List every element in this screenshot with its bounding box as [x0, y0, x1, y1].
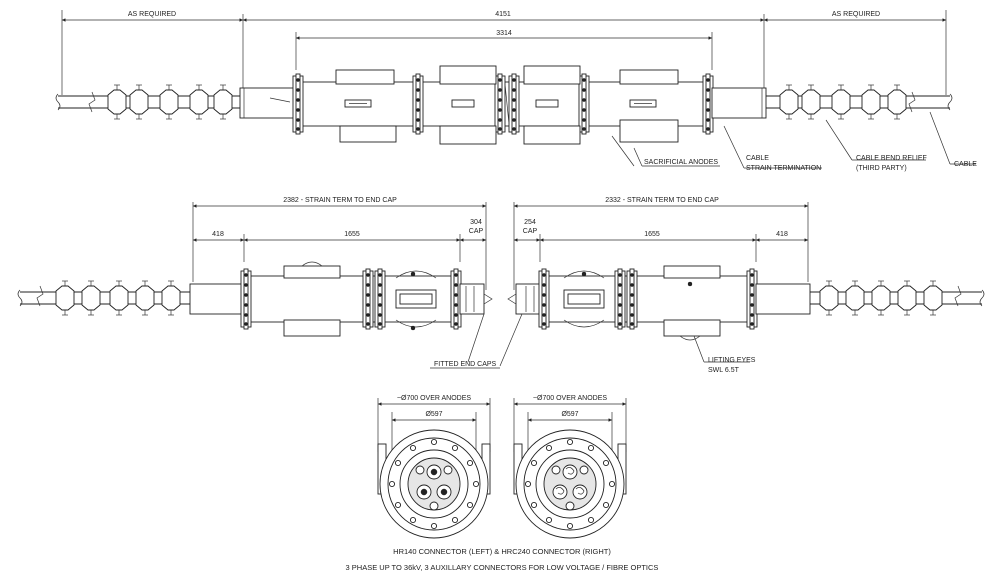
connector-left-view: ~Ø700 OVER ANODES Ø597 [377, 395, 491, 539]
strain-termination-left-mid [189, 283, 245, 315]
callout-lifting-eyes: LIFTING EYES SWL 6.5T [693, 335, 756, 374]
right-half-view: 2332 - STRAIN TERM TO END CAP 254 CAP 16… [507, 197, 985, 341]
dim-left-cap: 304 CAP [460, 219, 486, 242]
connector-right-over-anodes: ~Ø700 OVER ANODES [533, 395, 607, 402]
aux-connector-2 [443, 465, 453, 475]
caption-connector-types: HR140 CONNECTOR (LEFT) & HRC240 CONNECTO… [393, 547, 611, 556]
callout-cable-strain-termination: CABLE STRAIN TERMINATION [723, 125, 822, 172]
phase-connector-3 [572, 484, 588, 500]
flange-1 [292, 73, 304, 135]
connector-right-view: ~Ø700 OVER ANODES Ø597 [513, 395, 627, 539]
dim-left-1655-label: 1655 [344, 231, 360, 238]
anode-4-top [619, 69, 679, 85]
phase-connector-1 [562, 464, 578, 480]
cable-right-mid [810, 280, 985, 316]
callout-fitted-end-caps-label: FITTED END CAPS [434, 361, 497, 368]
aux-connector-1 [415, 465, 425, 475]
anode-4-bottom [619, 119, 679, 143]
cable-right-top [766, 84, 953, 120]
callout-sacrificial-anodes: SACRIFICIAL ANODES [611, 135, 720, 167]
left-body [240, 261, 493, 337]
callout-bend-relief-line1: CABLE BEND RELIEF [856, 155, 927, 162]
dim-left-overall-label: 2382 - STRAIN TERM TO END CAP [283, 197, 397, 204]
fitted-end-cap-right [515, 283, 541, 315]
anode-2-top [439, 65, 497, 85]
flange-5 [578, 73, 590, 135]
dim-right-cap: 254 CAP [514, 219, 540, 242]
dim-left-418: 418 [193, 231, 245, 262]
strain-termination-left [239, 87, 297, 119]
dim-right-cap-value: 254 [524, 219, 536, 226]
top-main-body [292, 65, 714, 145]
fitted-end-cap-left [459, 283, 485, 315]
connector-right-diameter: Ø597 [561, 411, 578, 418]
aux-connector-3 [429, 501, 439, 511]
strain-termination-right [711, 87, 767, 119]
caption-ratings: 3 PHASE UP TO 36kV, 3 AUXILLARY CONNECTO… [346, 563, 659, 572]
callout-fitted-end-caps: FITTED END CAPS [430, 313, 523, 369]
anode-1-bottom [339, 125, 397, 143]
dim-right-418: 418 [756, 231, 808, 242]
callout-cable-label: CABLE [954, 161, 977, 168]
callout-sacrificial-anodes-label: SACRIFICIAL ANODES [644, 159, 718, 166]
cable-left-mid [17, 280, 193, 316]
dim-as-required-right-label: AS REQUIRED [832, 11, 880, 18]
flange-2 [412, 73, 424, 135]
right-body [507, 265, 758, 341]
dim-left-cap-label: CAP [469, 228, 484, 235]
anode-3-bottom [523, 125, 581, 145]
dim-as-required-left-label: AS REQUIRED [128, 11, 176, 18]
dim-left-overall: 2382 - STRAIN TERM TO END CAP [192, 197, 487, 290]
cable-left-top [55, 84, 243, 120]
dim-overall-4151: 4151 [242, 11, 764, 92]
connector-left-over-anodes: ~Ø700 OVER ANODES [397, 395, 471, 402]
connector-left-diameter: Ø597 [425, 411, 442, 418]
dim-as-required-left: AS REQUIRED [61, 10, 243, 95]
dim-left-1655: 1655 [244, 231, 461, 262]
dim-right-1655: 1655 [539, 231, 757, 262]
left-half-view: 2382 - STRAIN TERM TO END CAP 418 1655 3… [17, 197, 493, 337]
aux-connector-3 [565, 501, 575, 511]
callout-cable-strain-line1: CABLE [746, 155, 769, 162]
dim-right-1655-label: 1655 [644, 231, 660, 238]
anode-1-top [335, 69, 395, 85]
flange-6 [702, 73, 714, 135]
anode-3-top [523, 65, 581, 85]
callout-cable-bend-relief: CABLE BEND RELIEF (THIRD PARTY) [825, 119, 927, 172]
dim-right-cap-label: CAP [523, 228, 538, 235]
dim-body-label: 3314 [496, 30, 512, 37]
dim-overall-label: 4151 [495, 11, 511, 18]
phase-connector-2 [552, 484, 568, 500]
dim-right-overall-label: 2332 - STRAIN TERM TO END CAP [605, 197, 719, 204]
callout-lifting-eyes-line2: SWL 6.5T [708, 367, 740, 374]
callout-bend-relief-line2: (THIRD PARTY) [856, 165, 907, 172]
flange-4 [508, 73, 520, 135]
dim-as-required-right: AS REQUIRED [763, 10, 947, 95]
dim-left-cap-value: 304 [470, 219, 482, 226]
dim-left-418-label: 418 [212, 231, 224, 238]
dim-right-418-label: 418 [776, 231, 788, 238]
dim-right-overall: 2332 - STRAIN TERM TO END CAP [513, 197, 809, 290]
aux-connector-2 [579, 465, 589, 475]
callout-cable: CABLE [929, 111, 977, 168]
dim-body-3314: 3314 [295, 30, 713, 70]
callout-cable-strain-line2: STRAIN TERMINATION [746, 165, 821, 172]
top-assembly-view: AS REQUIRED 4151 AS REQUIRED 3314 [55, 10, 977, 172]
anode-2-bottom [439, 125, 497, 145]
flange-3 [494, 73, 506, 135]
callout-lifting-eyes-line1: LIFTING EYES [708, 357, 756, 364]
aux-connector-1 [551, 465, 561, 475]
strain-termination-right-mid [755, 283, 811, 315]
